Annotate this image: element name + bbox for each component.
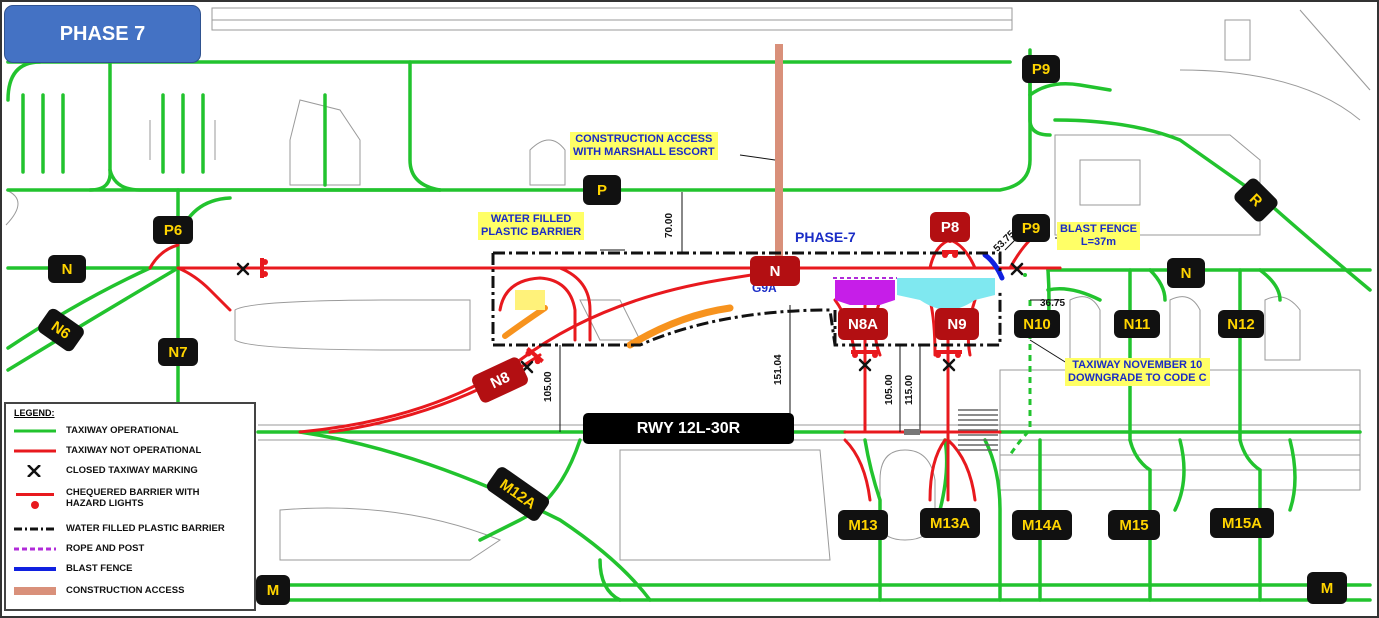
x-mark-icon — [27, 465, 41, 477]
phase-badge: PHASE 7 — [4, 5, 201, 63]
purple-dash-icon — [14, 547, 56, 551]
orange-work-area-center — [626, 304, 734, 349]
taxiway-label-p9: P9 — [1012, 214, 1050, 242]
closed-taxiway-x-marks — [236, 262, 1024, 374]
taxiway-label-n10: N10 — [1014, 310, 1060, 338]
taxiway-label-m14a: M14A — [1012, 510, 1072, 540]
red-line-icon — [14, 449, 56, 453]
brown-line-icon — [14, 587, 56, 595]
legend-title: LEGEND: — [14, 408, 55, 418]
chequered-barriers — [260, 250, 962, 435]
taxiway-label-n-right: N — [1167, 258, 1205, 288]
taxiway-label-n-left: N — [48, 255, 86, 283]
taxiway-label-n12: N12 — [1218, 310, 1264, 338]
legend-item-operational: TAXIWAY OPERATIONAL — [6, 422, 254, 440]
closed-label-n9: N9 — [935, 308, 979, 340]
green-line-icon — [14, 429, 56, 433]
chequered-barrier-icon — [16, 493, 54, 509]
blue-line-icon — [14, 567, 56, 571]
legend-item-closed-marking: CLOSED TAXIWAY MARKING — [6, 462, 254, 480]
closed-label-p8: P8 — [930, 212, 970, 242]
n10-downgrade-path — [1008, 300, 1032, 456]
taxiway-label-p: P — [583, 175, 621, 205]
taxiway-label-m13: M13 — [838, 510, 888, 540]
taxiway-label-m13a: M13A — [920, 508, 980, 538]
legend-item-blast-fence: BLAST FENCE — [6, 560, 254, 578]
closed-label-n: N — [750, 256, 800, 286]
operational-taxiways — [6, 48, 1372, 602]
taxiway-label-m15a: M15A — [1210, 508, 1274, 538]
dimension-151: 151.04 — [773, 354, 784, 385]
dimension-105-left: 105.00 — [543, 371, 554, 402]
taxiway-label-p9-top: P9 — [1022, 55, 1060, 83]
legend-item-rope-post: ROPE AND POST — [6, 540, 254, 558]
legend-item-construction-access: CONSTRUCTION ACCESS — [6, 582, 254, 600]
taxiway-label-p6: P6 — [153, 216, 193, 244]
dash-dot-icon — [14, 527, 56, 531]
legend-item-not-operational: TAXIWAY NOT OPERATIONAL — [6, 442, 254, 460]
yellow-work-area — [515, 290, 545, 310]
taxiway-label-m-left: M — [256, 575, 290, 605]
legend: LEGEND: TAXIWAY OPERATIONAL TAXIWAY NOT … — [4, 402, 256, 611]
closed-label-n8a: N8A — [838, 308, 888, 340]
rope-and-post-area — [835, 280, 895, 305]
phase-area-label: PHASE-7 — [795, 229, 856, 245]
taxiway-label-m15: M15 — [1108, 510, 1160, 540]
taxiway-label-n11: N11 — [1114, 310, 1160, 338]
dimension-36-75: 36.75 — [1040, 298, 1066, 309]
taxiway-label-m-right: M — [1307, 572, 1347, 604]
dimension-70: 70.00 — [664, 212, 675, 238]
runway-hatched-block — [958, 409, 998, 451]
construction-access-route — [775, 44, 783, 266]
blast-fence — [982, 252, 1005, 281]
legend-item-water-barrier: WATER FILLED PLASTIC BARRIER — [6, 520, 254, 538]
taxiway-label-n7: N7 — [158, 338, 198, 366]
runway-label: RWY 12L-30R — [583, 413, 794, 444]
cyan-work-area — [897, 278, 995, 310]
water-filled-barrier — [491, 251, 1002, 347]
dimension-105-right: 105.00 — [884, 374, 895, 405]
dimension-115: 115.00 — [904, 374, 915, 405]
orange-work-area-left — [502, 305, 548, 339]
